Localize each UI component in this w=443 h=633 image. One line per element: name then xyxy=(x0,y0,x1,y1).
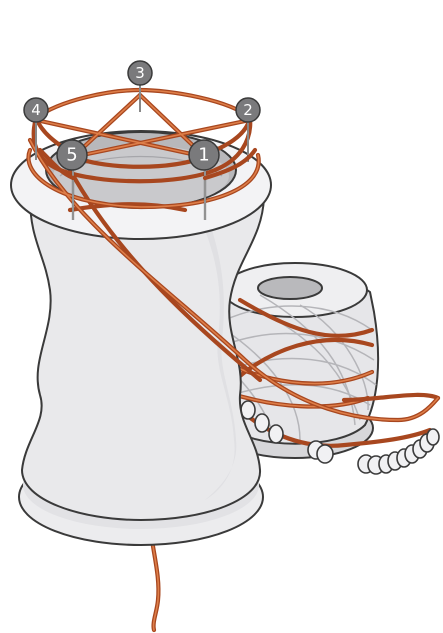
pin-5-label: 5 xyxy=(66,145,77,166)
pin-3-label: 3 xyxy=(135,64,145,82)
knitted-cord xyxy=(152,540,158,630)
pin-4-label: 4 xyxy=(31,101,41,119)
pin-1-label: 1 xyxy=(198,145,209,166)
pin-2-label: 2 xyxy=(243,101,253,119)
